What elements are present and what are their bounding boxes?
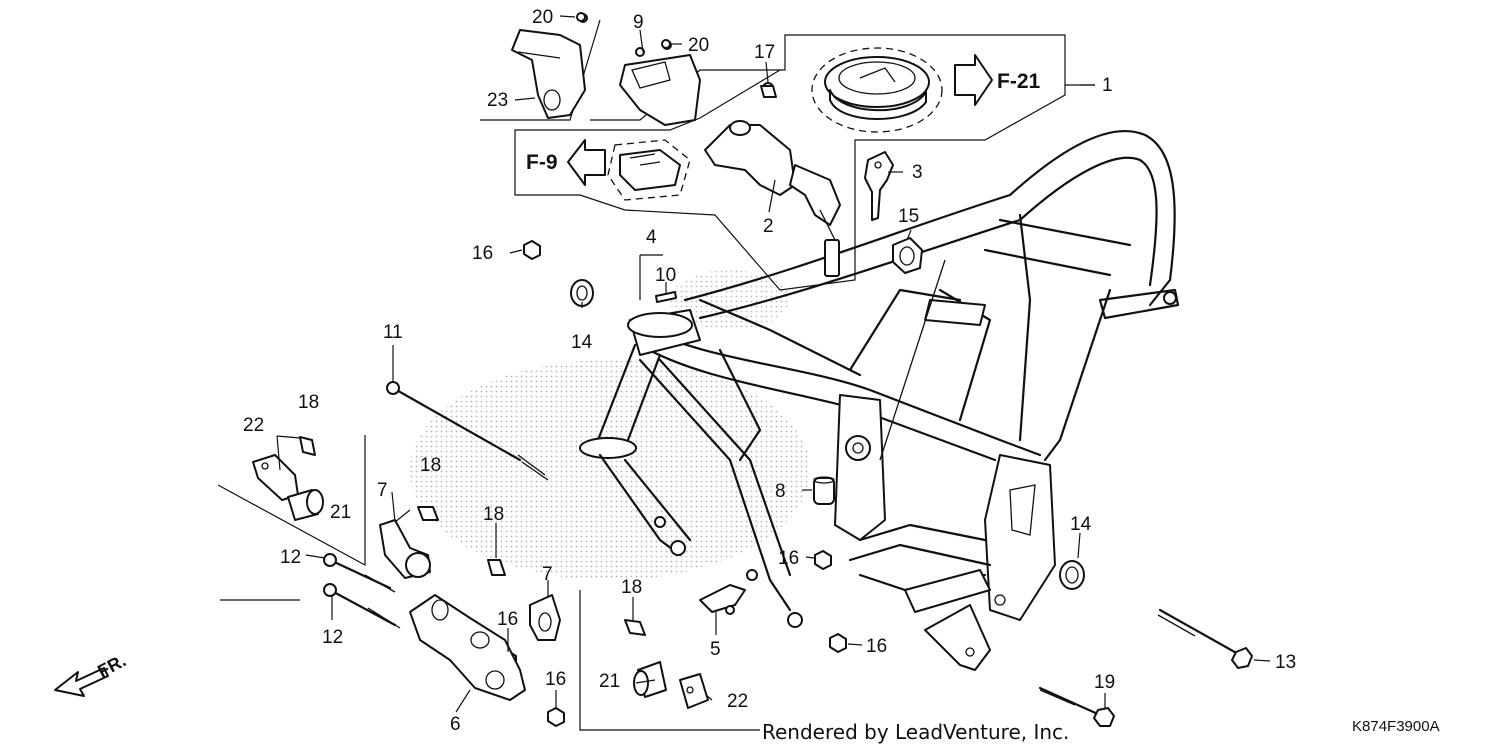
callout-22-left: 22: [243, 415, 264, 436]
callout-labels: 1 2 3 4 5 6 7 7 8 9 10 11 12 12 13 14 14…: [243, 7, 1296, 735]
callout-7-right: 7: [542, 564, 553, 585]
callout-14-right: 14: [1070, 514, 1092, 535]
callout-7-left: 7: [377, 480, 388, 501]
part-6-engine-hanger: [409, 594, 526, 701]
callout-6: 6: [450, 714, 461, 735]
part-22-plate-bottom: [679, 673, 709, 709]
callout-16-hanger: 16: [497, 609, 518, 630]
callout-22-bottom: 22: [727, 691, 748, 712]
part-22-plate-left: [252, 454, 299, 501]
part-23-bracket: [511, 13, 588, 119]
callout-4: 4: [646, 227, 657, 248]
part-7-bracket-left: [379, 519, 431, 579]
lower-assembly-outline: [217, 435, 760, 731]
callout-10: 10: [655, 265, 676, 286]
callout-12-lower: 12: [322, 627, 343, 648]
callout-17: 17: [754, 42, 775, 63]
diagram-code: K874F3900A: [1352, 718, 1440, 735]
callout-16-right: 16: [866, 636, 887, 657]
callout-16-bottom: 16: [545, 669, 566, 690]
part-14-grommet-right: [1059, 560, 1085, 590]
callout-3: 3: [912, 162, 923, 183]
part-21-collar-bottom: [633, 661, 667, 698]
callout-21-bottom: 21: [599, 671, 620, 692]
part-3-key: [864, 151, 894, 221]
credit-text: Rendered by LeadVenture, Inc.: [762, 720, 1069, 744]
callout-1: 1: [1102, 75, 1113, 96]
seat-bracket: [567, 139, 691, 201]
fuel-cap: [811, 47, 993, 133]
frame-body: [579, 130, 1180, 671]
callout-20-right: 20: [688, 35, 709, 56]
callout-14-upper: 14: [571, 332, 593, 353]
callout-12-upper: 12: [280, 547, 301, 568]
callout-18-b: 18: [420, 455, 441, 476]
callout-16-top: 16: [472, 243, 493, 264]
callout-9: 9: [633, 12, 644, 33]
part-7-bracket-right: [529, 594, 561, 641]
leader-lines: [276, 15, 1271, 713]
callout-21-left: 21: [330, 502, 351, 523]
callout-15: 15: [898, 206, 919, 227]
callout-18-a: 18: [298, 392, 319, 413]
part-8-collar: [813, 476, 835, 505]
callout-18-c: 18: [483, 504, 504, 525]
reference-f21[interactable]: F-21: [997, 70, 1041, 93]
front-direction-arrow: [54, 667, 109, 697]
part-14-grommet-upper: [570, 279, 594, 307]
callout-11: 11: [383, 322, 403, 343]
callout-8: 8: [775, 481, 786, 502]
callout-5: 5: [710, 639, 721, 660]
callout-16-mid: 16: [778, 548, 799, 569]
reference-f9[interactable]: F-9: [526, 151, 558, 174]
callout-2: 2: [763, 216, 774, 237]
callout-20-left: 20: [532, 7, 553, 28]
callout-19: 19: [1094, 672, 1115, 693]
callout-13: 13: [1275, 652, 1296, 673]
callout-18-d: 18: [621, 577, 642, 598]
part-10-band: [655, 291, 677, 303]
part-5-bracket: [699, 569, 758, 615]
part-9-bracket: [619, 40, 701, 126]
watermark: [410, 270, 810, 580]
part-2-ignition-switch: [704, 82, 841, 277]
part-15-clip: [892, 237, 923, 274]
callout-23: 23: [487, 90, 508, 111]
part-21-collar-left: [287, 489, 324, 521]
